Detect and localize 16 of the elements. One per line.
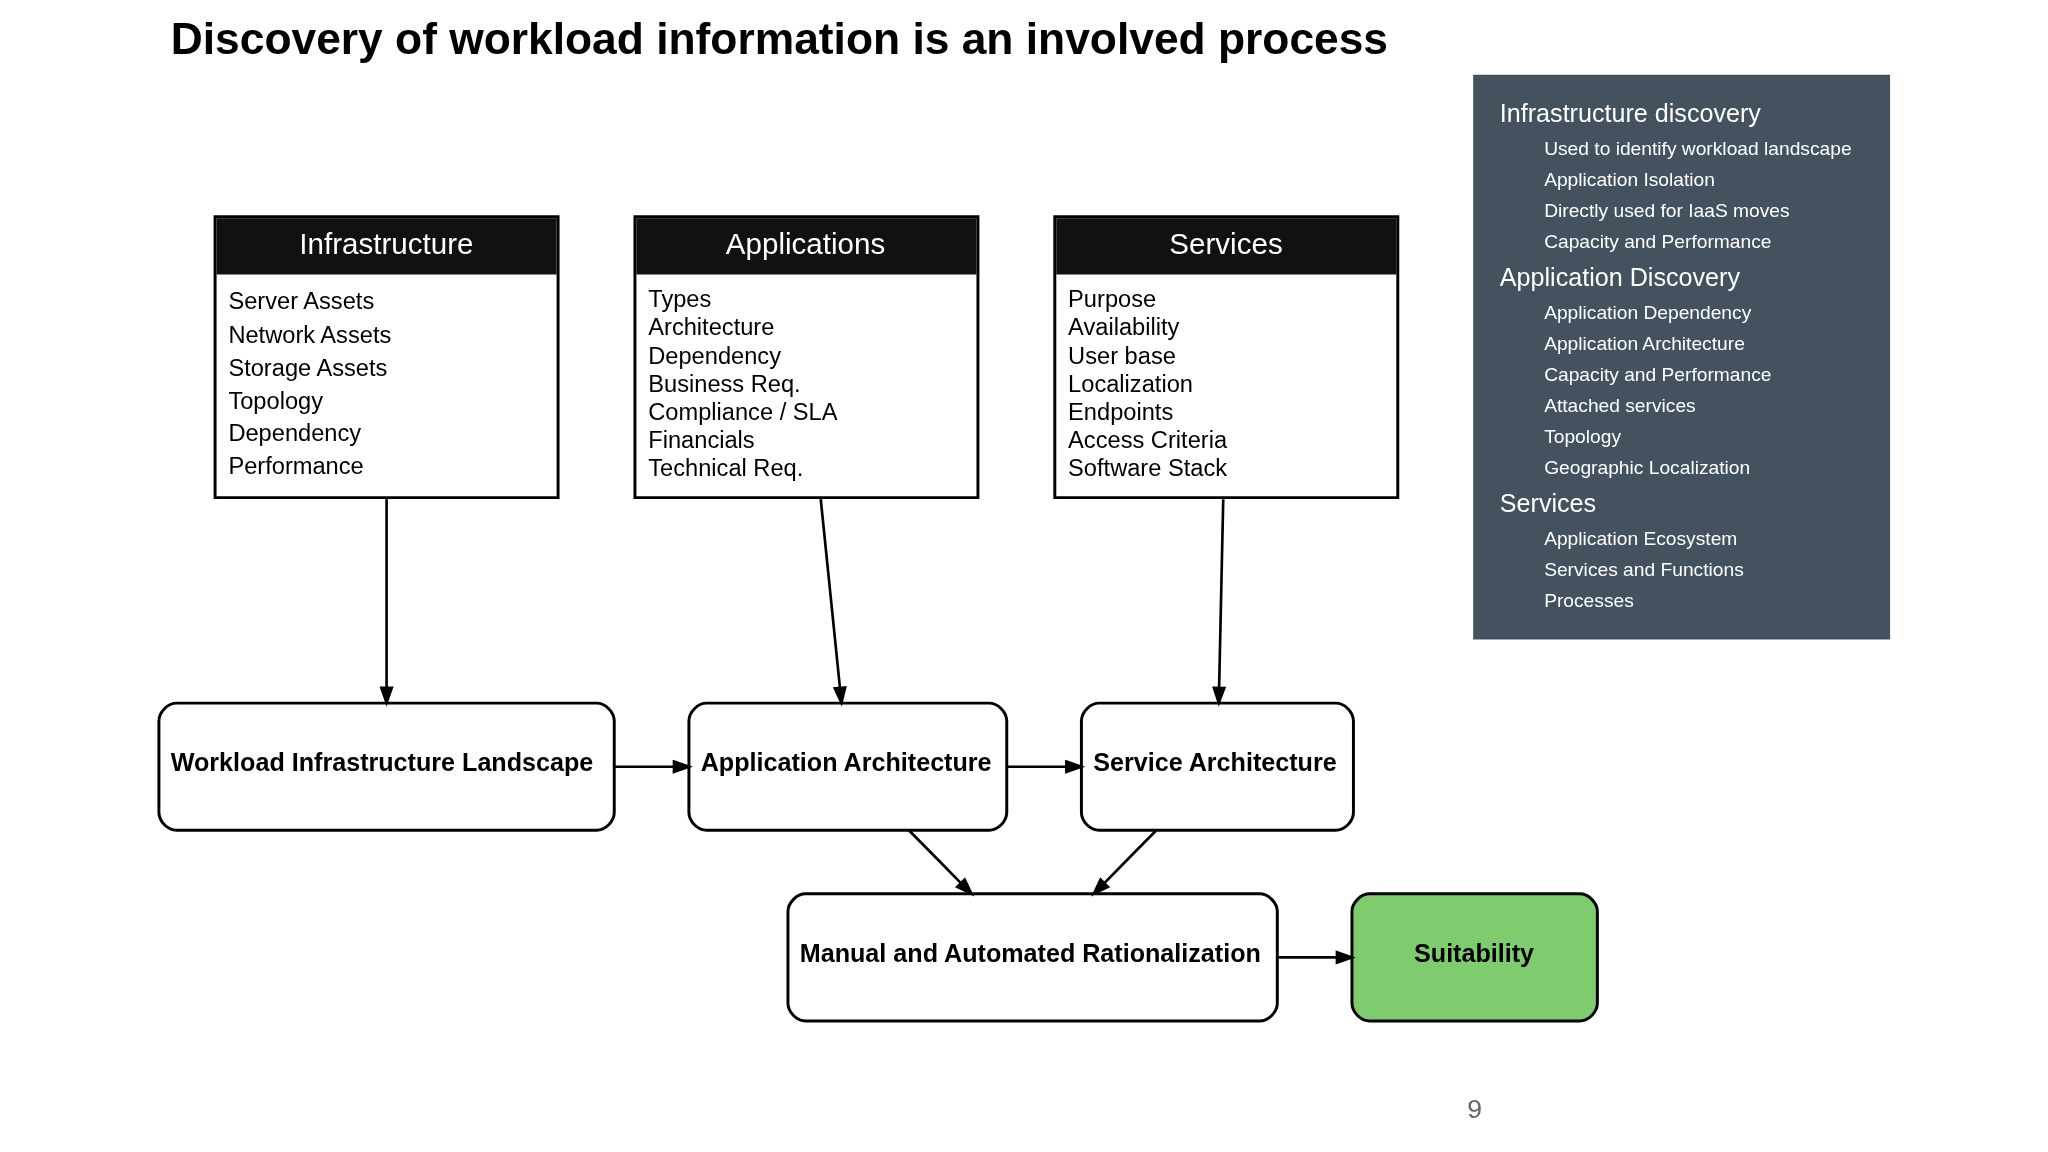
- arrow: [818, 499, 847, 707]
- node-box: Manual and Automated Rationalization: [786, 892, 1279, 1023]
- arrow: [1211, 499, 1226, 707]
- node-box: Workload Infrastructure Landscape: [156, 701, 616, 832]
- arrow: [1276, 950, 1356, 965]
- label: 9: [1466, 1093, 1482, 1124]
- diagram-title: Discovery of workload information is an involved process: [170, 14, 1388, 64]
- arrow: [907, 829, 974, 897]
- arrow: [1006, 759, 1085, 774]
- node-box: Suitability: [1350, 892, 1599, 1023]
- arrow: [614, 759, 693, 774]
- node-box: Infrastructure discovery Used to identify workload landscape Application Isolation Directly used for IaaS moves Capacity and Performance Application Discovery Application Dependency Application Architecture Capacity and Performance Attached services Topology Geographic Localization Services Application Ecosystem Services and Functions Processes: [1472, 74, 1890, 640]
- node-box: Application Architecture: [686, 701, 1008, 832]
- arrow: [1090, 829, 1157, 897]
- arrow: [379, 499, 394, 707]
- node-box: Service Architecture: [1079, 701, 1355, 832]
